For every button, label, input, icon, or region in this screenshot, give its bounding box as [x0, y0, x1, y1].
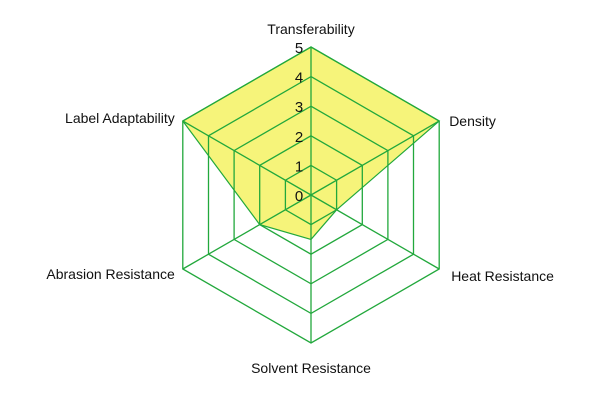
grid-spoke-5 — [182, 120, 312, 196]
tick-label-3: 3 — [295, 99, 303, 116]
tick-label-4: 4 — [295, 70, 303, 87]
axis-label-label-adaptability: Label Adaptability — [65, 110, 175, 126]
tick-label-5: 5 — [295, 40, 303, 57]
tick-label-0: 0 — [295, 188, 303, 205]
grid-spoke-2 — [310, 194, 440, 270]
radar-grid — [182, 46, 440, 344]
grid-spoke-4 — [182, 194, 312, 270]
axis-label-density: Density — [449, 113, 496, 129]
axis-label-abrasion-resistance: Abrasion Resistance — [46, 266, 175, 282]
axis-label-transferability: Transferability — [267, 21, 354, 37]
grid-spoke-1 — [310, 120, 440, 196]
axis-label-heat-resistance: Heat Resistance — [451, 268, 554, 284]
tick-label-1: 1 — [295, 158, 303, 175]
tick-label-2: 2 — [295, 129, 303, 146]
radar-ticks: 0 1 2 3 4 5 — [295, 40, 303, 205]
axis-label-solvent-resistance: Solvent Resistance — [251, 360, 371, 376]
